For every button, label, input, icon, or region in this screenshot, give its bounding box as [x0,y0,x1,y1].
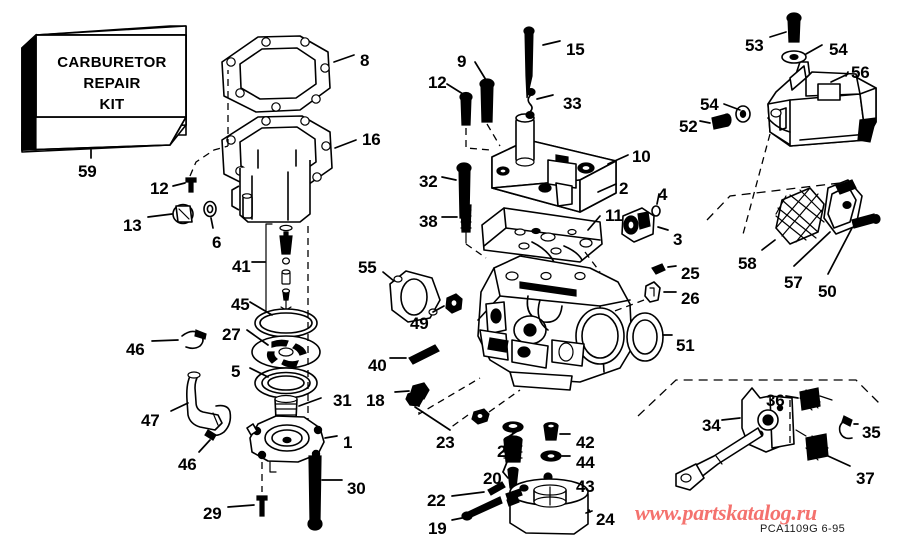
callout-21-seat: 21 [497,442,516,461]
callout-1-bowl-cover: 1 [343,433,353,452]
callout-38-spring: 38 [419,212,438,231]
callout-8-gasket: 8 [360,51,370,70]
callout-5-cover: 5 [231,362,241,381]
callout-54-washer-left: 54 [700,95,719,114]
callout-33-clip: 33 [563,94,582,113]
callout-12-screw-left: 12 [150,179,169,198]
callout-12-screw-center: 12 [428,73,447,92]
callout-31-spring: 31 [333,391,352,410]
catalog-code-label: PCA1109G 6-95 [760,523,846,535]
fitting-3-art [621,193,669,243]
reeds-group-art [706,179,881,275]
callout-22-pin-small: 22 [427,491,446,510]
callout-47-hose: 47 [141,411,160,430]
callout-41-needle-assy: 41 [232,257,251,276]
flange-gasket-55-art [382,270,481,416]
gasket-11-art [481,207,603,273]
callout-51-seal-ring: 51 [676,336,695,355]
bracket-56-art [699,12,877,239]
repair-kit-label-line3: KIT [99,96,125,113]
body-16-art [147,70,357,229]
callout-18-plug: 18 [366,391,385,410]
callout-6-oring: 6 [212,233,222,252]
site-watermark: www.partskatalog.ru [635,500,817,525]
callout-3-fitting: 3 [673,230,683,249]
callout-26-clip: 26 [681,289,700,308]
callout-40-pin: 40 [368,356,387,375]
callout-42-cap: 42 [576,433,595,452]
callout-25-screw-small: 25 [681,264,700,283]
callout-9-screw: 9 [457,52,467,71]
callout-24-float: 24 [596,510,615,529]
callout-30-long-screw: 30 [347,479,366,498]
callout-50-screw: 50 [818,282,837,301]
callout-55-flange-gasket: 55 [358,258,377,277]
callout-20-needle-valve: 20 [483,469,502,488]
callout-46-clamp-lower: 46 [178,455,197,474]
callout-49-nut: 49 [410,314,429,333]
main-carb-body-art [477,255,677,391]
callout-44-washer: 44 [576,453,595,472]
callout-36-spring-upper: 36 [766,391,785,410]
callout-43-ball: 43 [576,477,595,496]
callout-59-repair-kit: 59 [78,162,97,181]
needle-stack-41-art [246,223,322,422]
repair-kit-label-line1: CARBURETOR [57,54,167,71]
callout-37-spring-lower: 37 [856,469,875,488]
callout-52-screw: 52 [679,117,698,136]
callout-45-gasket-ring: 45 [231,295,250,314]
gasket-8-art [221,35,355,113]
callout-16-body: 16 [362,130,381,149]
callout-56-bracket: 56 [851,63,870,82]
callout-53-screw: 53 [745,36,764,55]
callout-4-oring: 4 [658,185,668,204]
hose-47-art [151,329,232,453]
callout-57-reed-stop: 57 [784,273,803,292]
callout-27-diaphragm: 27 [222,325,241,344]
bowl-cover-1-art [227,415,343,531]
callout-10-top-cover: 10 [632,147,651,166]
top-cover-10-art [441,26,629,259]
callout-13-plug: 13 [123,216,142,235]
lever-group-art [637,379,881,491]
bottom-center-parts-art [405,389,593,535]
callout-54-washer-top: 54 [829,40,848,59]
callout-46-clamp-upper: 46 [126,340,145,359]
callout-23-plug: 23 [436,433,455,452]
callout-19-screw-tiny: 19 [428,519,447,538]
callout-32-screw-long: 32 [419,172,438,191]
callout-15-pin: 15 [566,40,585,59]
repair-kit-box-art [21,25,187,159]
callout-2-cover-plate: 2 [619,179,629,198]
callout-29-screw: 29 [203,504,222,523]
repair-kit-label-line2: REPAIR [83,75,141,92]
callout-34-lever: 34 [702,416,721,435]
callout-11-gasket: 11 [605,206,623,225]
callout-35-clip: 35 [862,423,881,442]
callout-58-reed-plate: 58 [738,254,757,273]
